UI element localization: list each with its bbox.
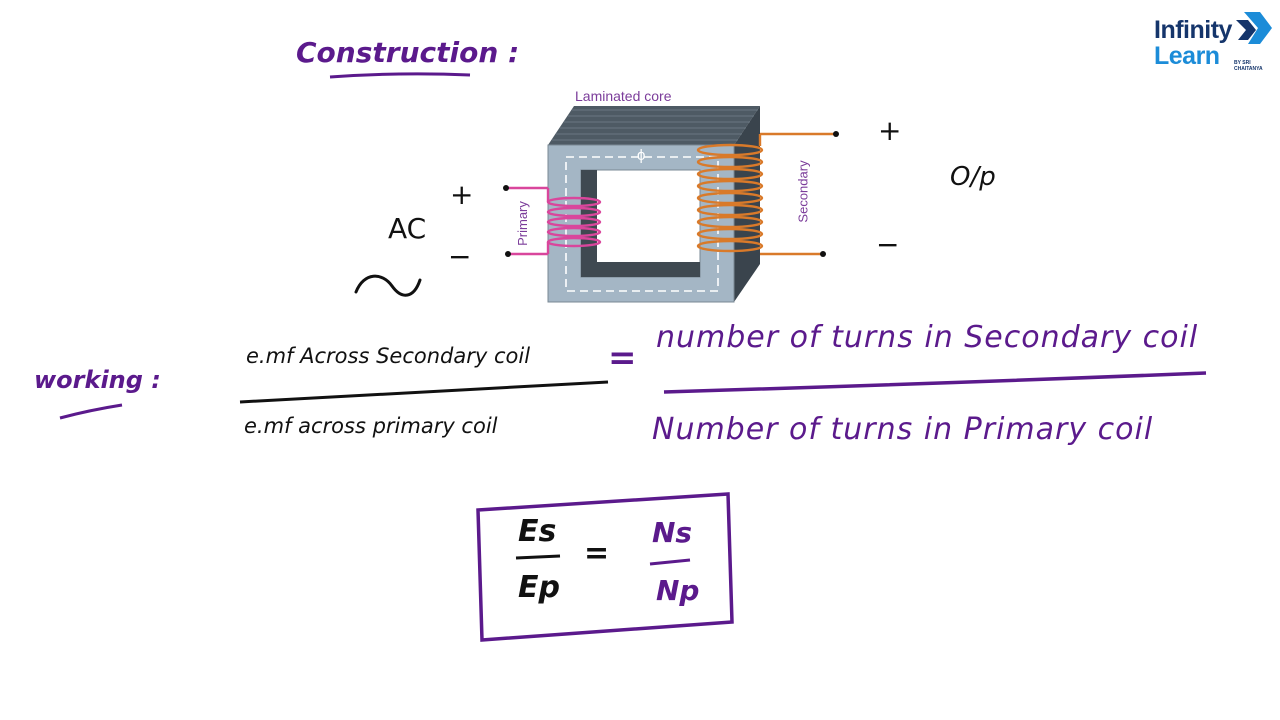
construction-heading: Construction : (296, 36, 520, 69)
construction-underline (329, 72, 471, 79)
logo-tagline: BY SRI CHAITANYA (1234, 60, 1263, 72)
secondary-terminal-top (833, 131, 839, 137)
core-laminations (552, 109, 758, 141)
primary-terminal-bottom (505, 251, 511, 257)
np-symbol: Np (656, 574, 700, 607)
primary-winding (508, 186, 602, 256)
infinity-learn-logo: Infinity Learn BY SRI CHAITANYA (1150, 6, 1274, 72)
formula-box (476, 492, 734, 642)
box-right-bar (649, 558, 691, 566)
emf-secondary-text: e.mf Across Secondary coil (246, 344, 531, 368)
ns-symbol: Ns (652, 516, 693, 549)
logo-text-learn: Learn (1154, 42, 1220, 70)
core-window-depth (581, 170, 700, 277)
primary-label: Primary (514, 201, 530, 246)
primary-terminal-top (503, 185, 509, 191)
working-underline (59, 403, 123, 420)
core-front-face (547, 144, 735, 303)
ac-wave-icon (354, 274, 422, 297)
secondary-label: Secondary (795, 160, 811, 223)
laminated-core-label: Laminated core (575, 88, 672, 104)
output-minus: − (876, 228, 900, 261)
rhs-fraction-bar (663, 371, 1207, 394)
es-symbol: Es (518, 514, 557, 549)
input-plus: + (450, 178, 474, 211)
emf-primary-text: e.mf across primary coil (244, 414, 498, 438)
working-heading: working : (34, 366, 161, 394)
logo-arrow-icon (1236, 12, 1272, 44)
ac-label: AC (388, 212, 427, 245)
logo-text-infinity: Infinity (1154, 16, 1232, 44)
core-top-face (548, 106, 760, 145)
equals-sign: = (608, 338, 637, 378)
flux-symbol: ϕ (637, 147, 646, 164)
turns-secondary-text: number of turns in Secondary coil (656, 320, 1199, 355)
secondary-winding (696, 132, 834, 256)
turns-primary-text: Number of turns in Primary coil (652, 412, 1154, 447)
box-left-bar (515, 554, 561, 560)
secondary-terminal-bottom (820, 251, 826, 257)
output-plus: + (878, 114, 902, 147)
lhs-fraction-bar (239, 380, 609, 404)
box-equals-sign: = (584, 536, 610, 571)
input-minus: − (448, 240, 472, 273)
output-label: O/p (950, 162, 996, 192)
ep-symbol: Ep (518, 570, 560, 605)
